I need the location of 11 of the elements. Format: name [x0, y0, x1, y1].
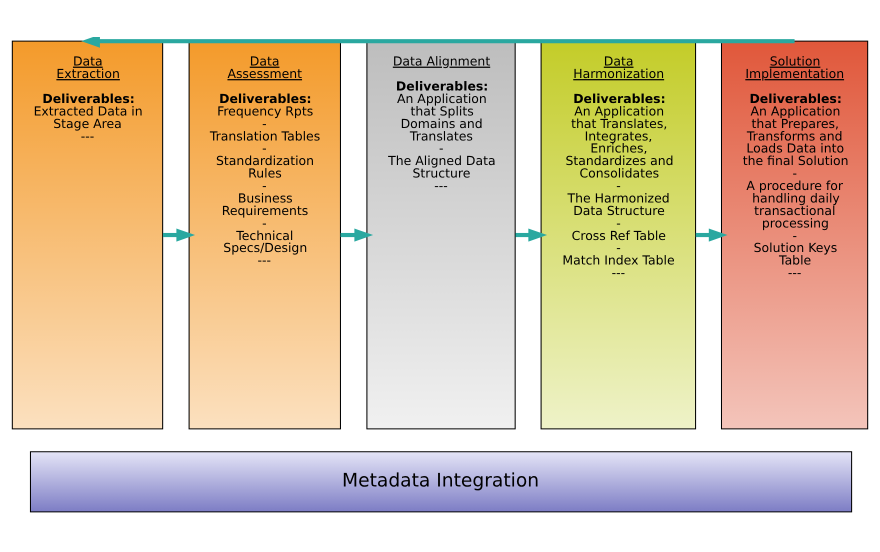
- arrow: [516, 228, 548, 242]
- arrow: [696, 228, 728, 242]
- node-box: Data Assessment Deliverables: Frequency Rpts - Translation Tables - Standardization Rules - Business Requirements - Technical Specs/Design ---: [188, 40, 341, 429]
- node-box: Metadata Integration: [30, 450, 852, 512]
- node-box: Data Alignment Deliverables: An Application that Splits Domains and Translates - The Aligned Data Structure ---: [366, 40, 516, 429]
- node-box: Data Harmonization Deliverables: An Application that Translates, Integrates, Enriches, Standardizes and Consolidates - The Harmonized Data Structure - Cross Ref Table - Match Index Table ---: [540, 40, 696, 429]
- arrow: [81, 36, 795, 48]
- node-box: Data Extraction Deliverables: Extracted Data in Stage Area ---: [12, 40, 164, 429]
- arrow: [340, 228, 374, 242]
- node-box: Solution Implementation Deliverables: An Application that Prepares, Transforms and Loads Data into the final Solution - A procedure for handling daily transactional processing - Solution Keys Table ---: [720, 40, 868, 429]
- arrow: [162, 228, 196, 242]
